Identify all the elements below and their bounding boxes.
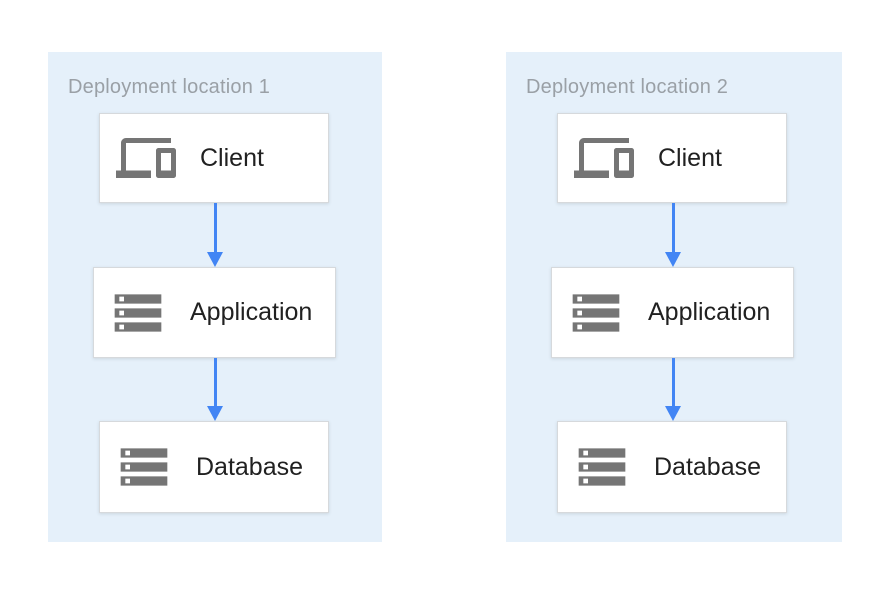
node-application: Application xyxy=(551,267,794,358)
server-stack-icon xyxy=(574,439,630,495)
panel-title: Deployment location 2 xyxy=(526,76,729,98)
arrow-line xyxy=(213,203,217,254)
arrow-head-icon xyxy=(207,406,223,421)
node-database: Database xyxy=(557,421,787,513)
arrow-head-icon xyxy=(665,252,681,267)
node-database: Database xyxy=(99,421,329,513)
deployment-location-1-panel: Deployment location 1 Client Application xyxy=(48,52,382,542)
arrow-application-to-database xyxy=(665,358,681,421)
arrow-line xyxy=(213,358,217,408)
arrow-line xyxy=(671,358,675,408)
deployment-location-2-panel: Deployment location 2 Client Application xyxy=(506,52,842,542)
node-label: Client xyxy=(200,143,264,172)
arrow-client-to-application xyxy=(207,203,223,267)
server-stack-icon xyxy=(116,439,172,495)
node-label: Database xyxy=(654,452,762,481)
arrow-client-to-application xyxy=(665,203,681,267)
node-label: Application xyxy=(648,298,771,326)
server-stack-icon xyxy=(568,285,624,341)
arrow-application-to-database xyxy=(207,358,223,421)
devices-icon xyxy=(116,128,176,188)
node-application: Application xyxy=(93,267,336,358)
arrow-line xyxy=(671,203,675,254)
node-client: Client xyxy=(557,113,787,203)
node-client: Client xyxy=(99,113,329,203)
arrow-head-icon xyxy=(665,406,681,421)
arrow-head-icon xyxy=(207,252,223,267)
devices-icon xyxy=(574,128,634,188)
node-label: Database xyxy=(196,452,304,481)
node-label: Client xyxy=(658,143,722,172)
server-stack-icon xyxy=(110,285,166,341)
panel-title: Deployment location 1 xyxy=(68,76,271,98)
node-label: Application xyxy=(190,298,313,326)
